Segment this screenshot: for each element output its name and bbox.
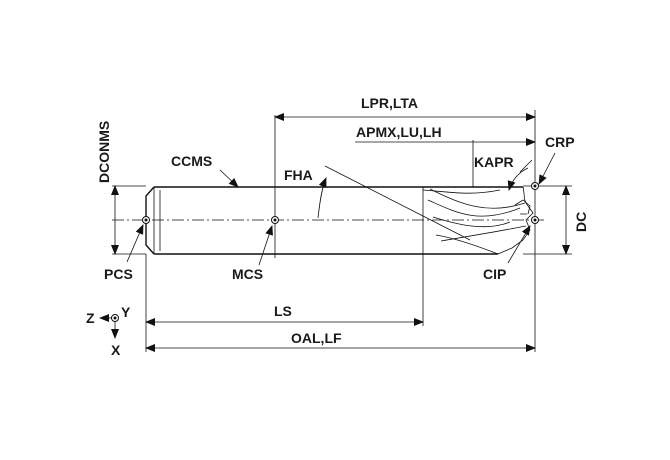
label-axis-y: Y — [121, 304, 131, 320]
point-pcs — [142, 216, 150, 224]
label-fha: FHA — [284, 167, 313, 183]
tool-body — [145, 186, 534, 255]
point-crp — [531, 182, 539, 190]
label-apmx-lu-lh: APMX,LU,LH — [356, 124, 442, 140]
label-oal-lf: OAL,LF — [291, 330, 342, 346]
label-dc: DC — [573, 212, 589, 232]
label-axis-z: Z — [86, 310, 95, 326]
label-axis-x: X — [111, 342, 121, 358]
label-mcs: MCS — [232, 266, 263, 282]
point-mcs — [271, 216, 279, 224]
coordinate-system — [99, 314, 119, 339]
label-crp: CRP — [545, 134, 575, 150]
extension-lines — [112, 110, 572, 352]
label-pcs: PCS — [104, 266, 133, 282]
label-ccms: CCMS — [171, 153, 212, 169]
label-kapr: KAPR — [474, 154, 514, 170]
leader-lines — [126, 152, 556, 266]
label-cip: CIP — [483, 266, 506, 282]
dimension-lines — [111, 113, 570, 352]
point-cip — [531, 216, 539, 224]
label-lpr-lta: LPR,LTA — [361, 95, 418, 111]
label-dconms: DCONMS — [96, 121, 112, 183]
label-ls: LS — [274, 303, 292, 319]
